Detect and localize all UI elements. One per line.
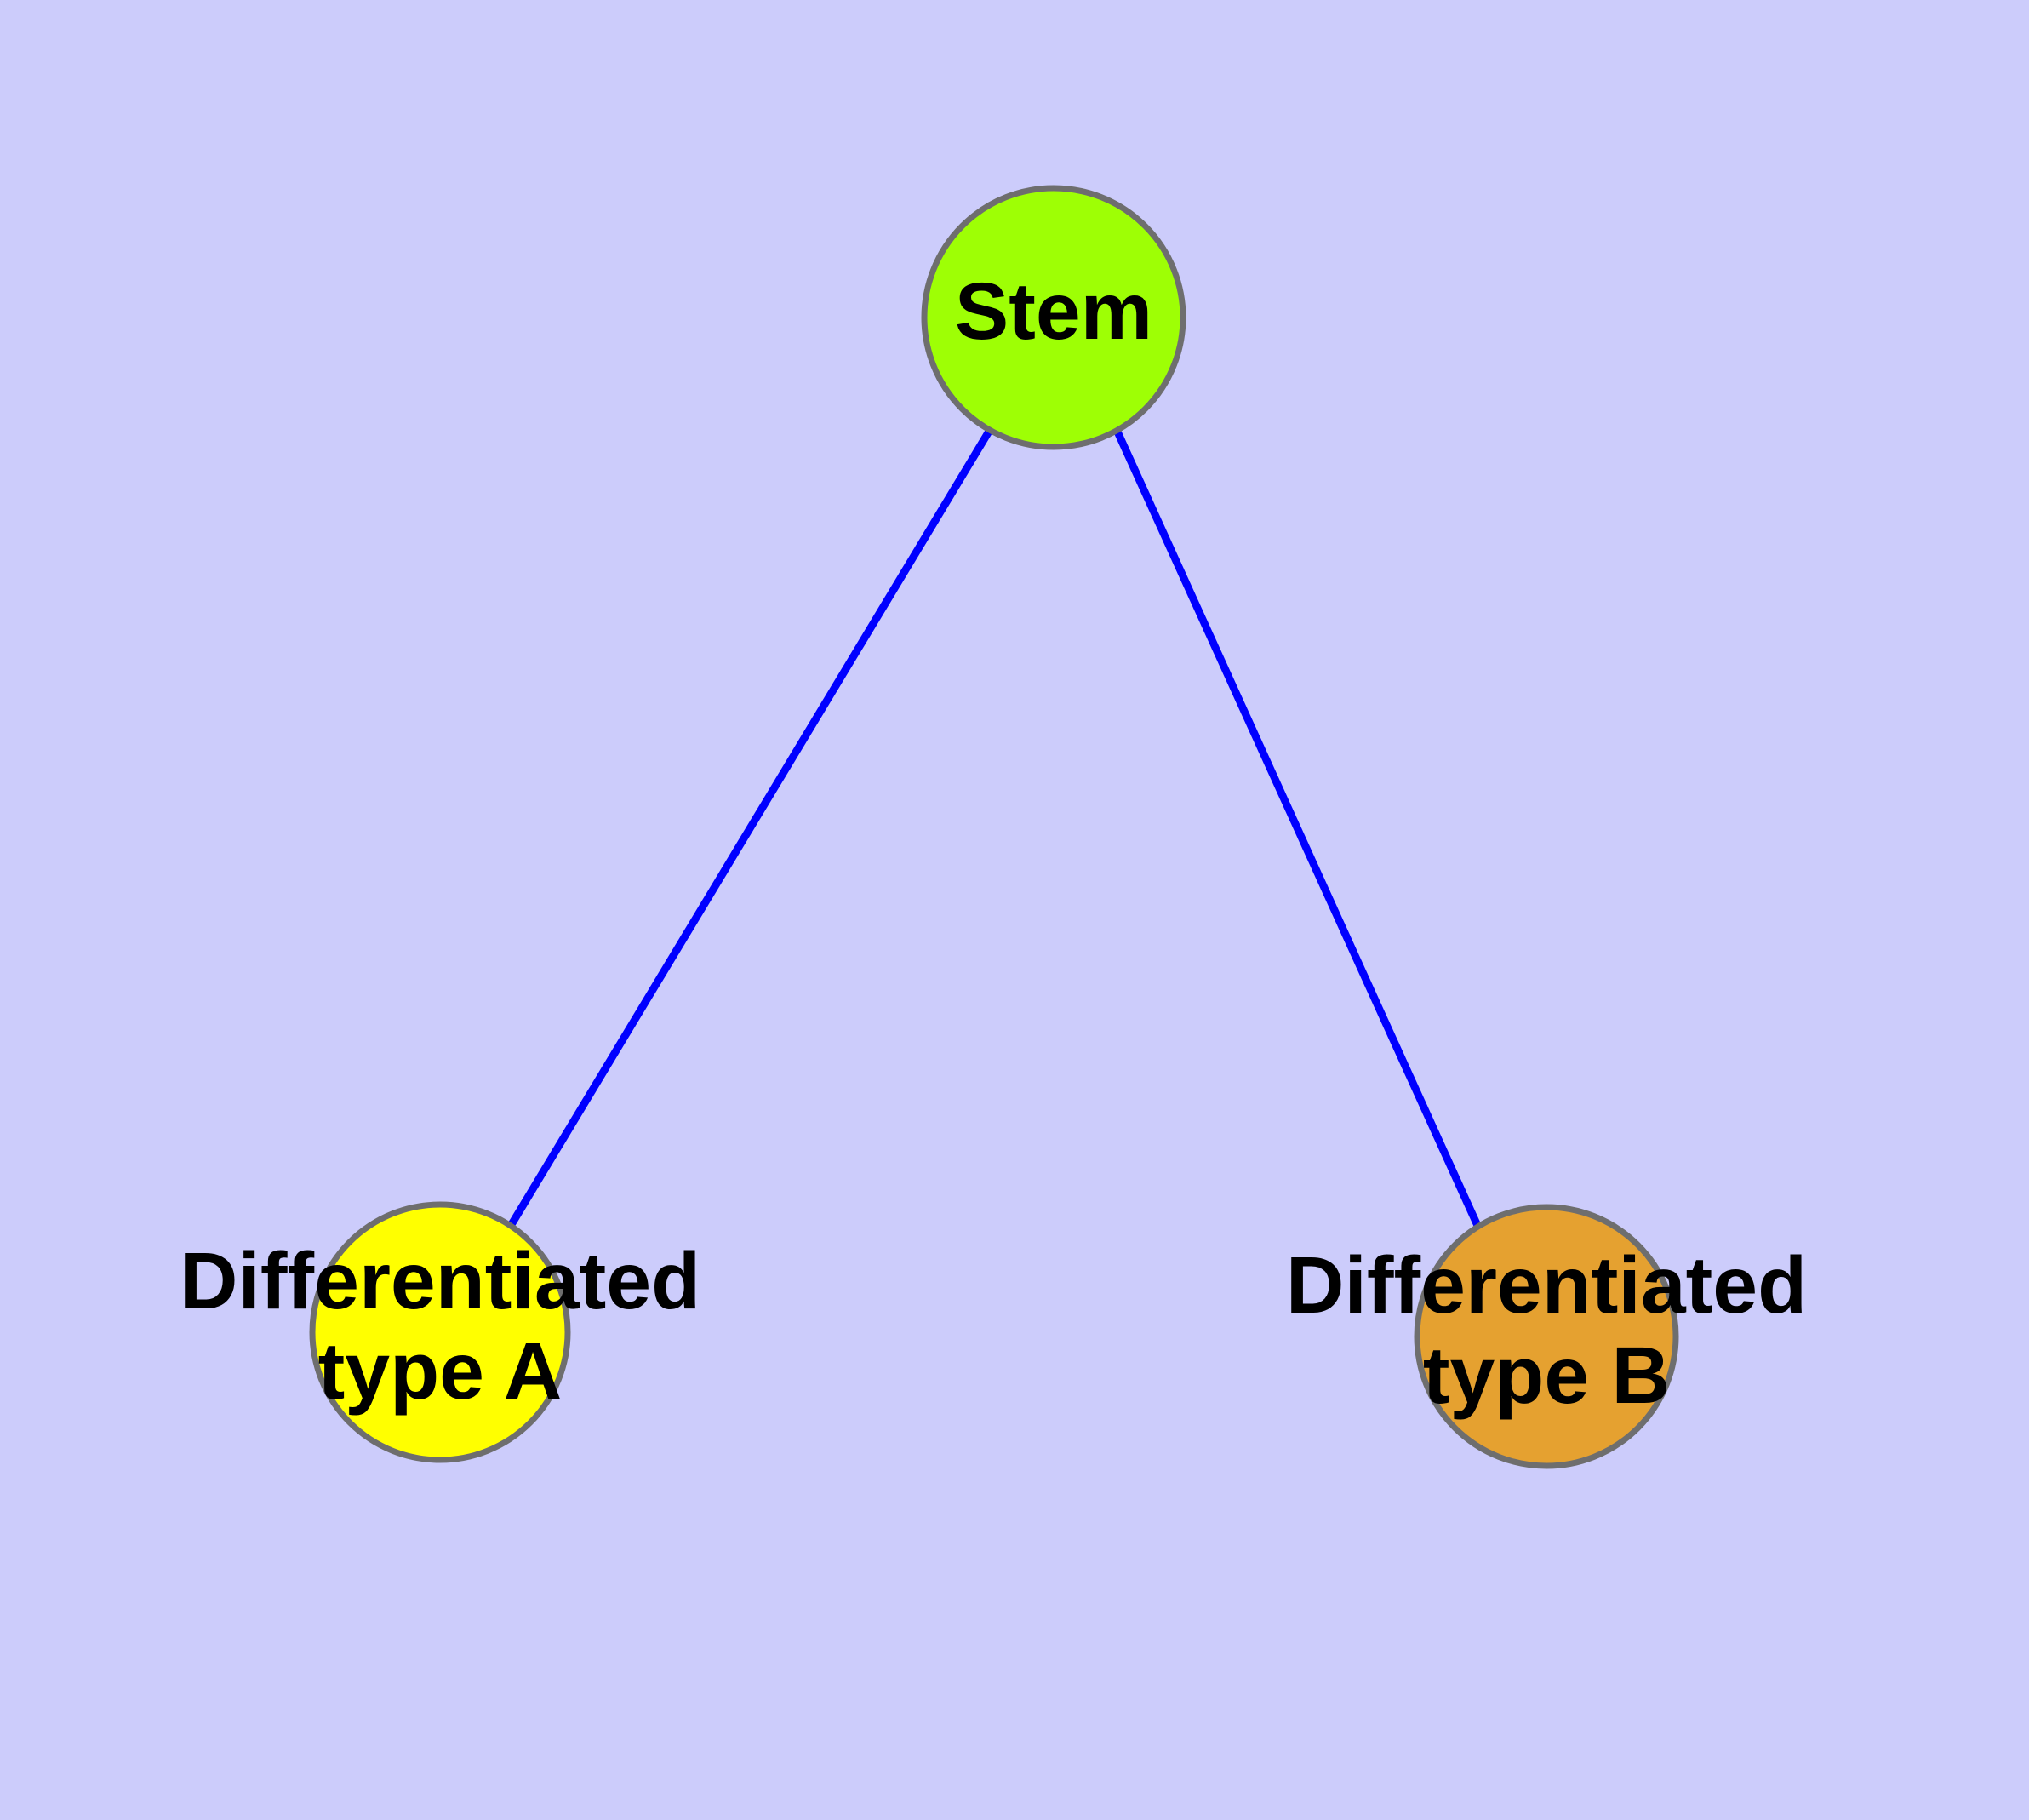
- node-layer: [309, 185, 1679, 1469]
- node-label-line: type A: [318, 1326, 563, 1417]
- node-label-line: Differentiated: [1286, 1240, 1807, 1331]
- node-label-line: Stem: [955, 266, 1152, 357]
- node-stem[interactable]: [921, 185, 1186, 450]
- node-differentiated-type-b[interactable]: [1414, 1204, 1679, 1469]
- edge-stem-to-differentiated-type-a: [507, 427, 993, 1228]
- node-differentiated-type-a[interactable]: [309, 1201, 571, 1463]
- edge-layer: [507, 427, 1483, 1231]
- node-label-line: type B: [1423, 1331, 1670, 1421]
- edge-stem-to-differentiated-type-b: [1112, 428, 1483, 1231]
- node-label-line: Differentiated: [180, 1236, 700, 1326]
- node-label-stem: Stem: [955, 266, 1152, 357]
